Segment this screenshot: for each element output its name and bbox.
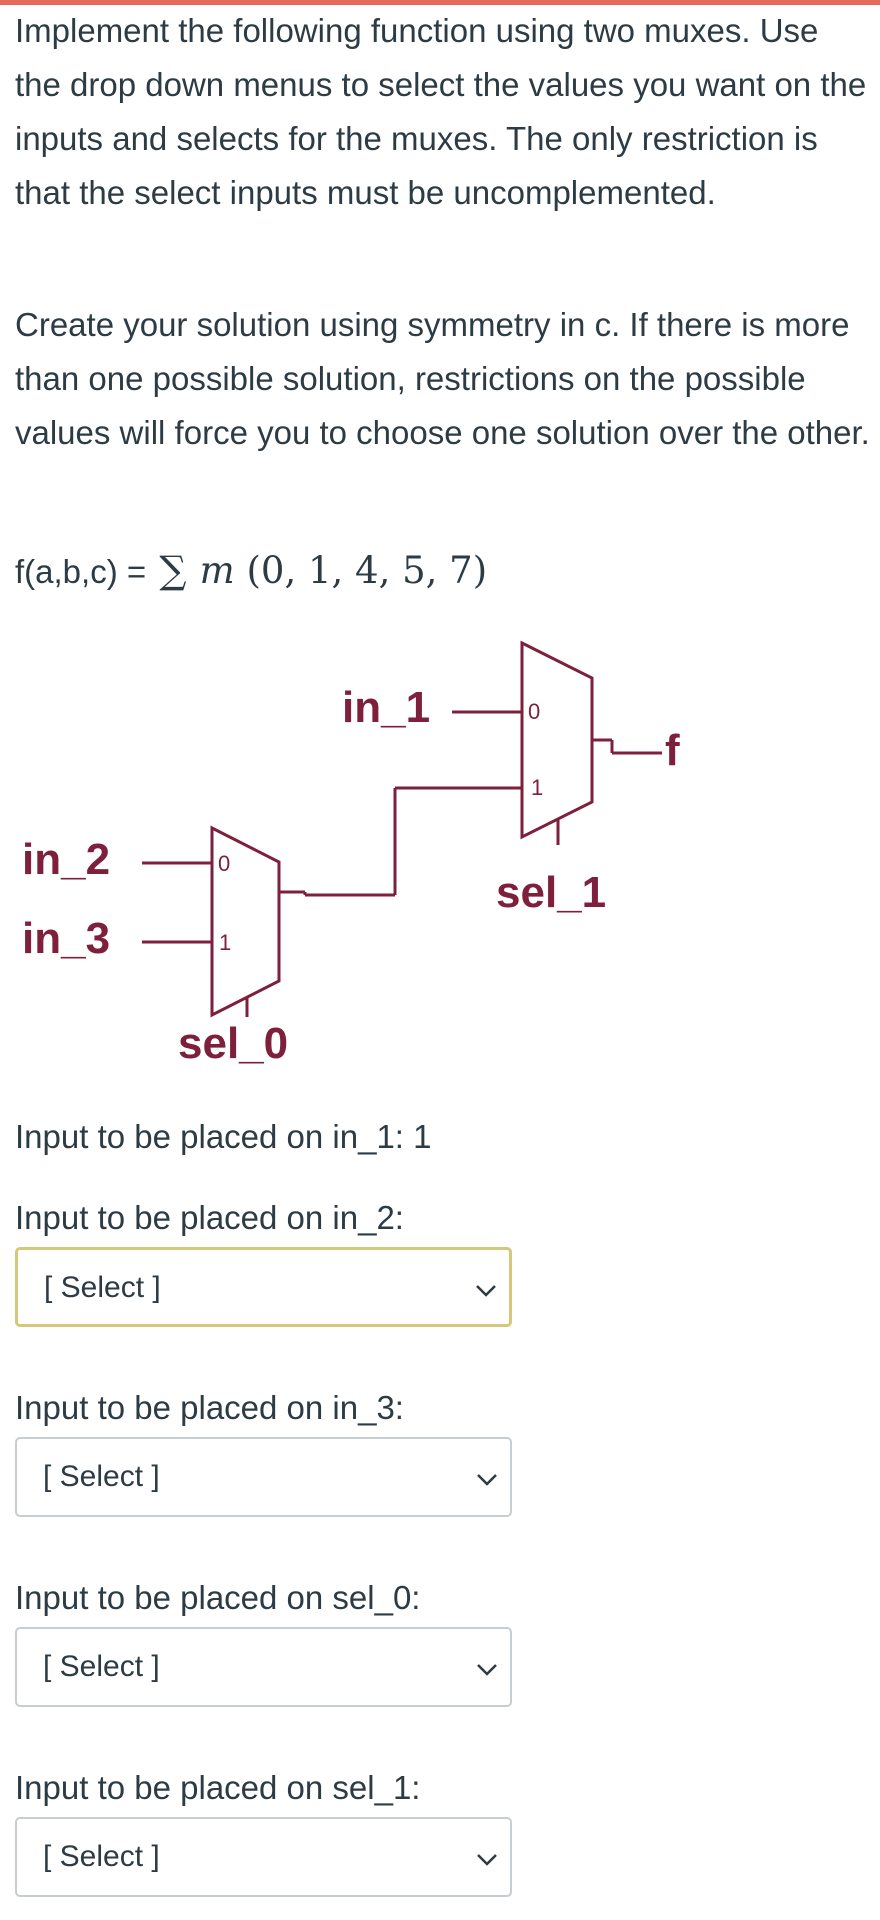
in3-select-value: [ Select ] bbox=[43, 1460, 160, 1493]
formula-sigma: ∑ bbox=[159, 548, 187, 592]
label-in3: in_3 bbox=[22, 914, 110, 963]
instruction-paragraph-2: Create your solution using symmetry in c… bbox=[15, 306, 870, 451]
in3-question-label: Input to be placed on in_3: bbox=[15, 1389, 404, 1426]
mux-0-pin-0: 0 bbox=[218, 851, 230, 876]
mux-circuit-diagram: 0 1 0 1 in_1 f in_2 in_3 sel_1 sel_0 bbox=[22, 640, 680, 1068]
mux-0-pin-1: 1 bbox=[219, 930, 231, 955]
sel0-select-value: [ Select ] bbox=[43, 1650, 160, 1683]
sel0-select[interactable]: [ Select ] bbox=[15, 1627, 512, 1707]
formula-minterms: m (0, 1, 4, 5, 7) bbox=[200, 549, 488, 592]
label-sel0: sel_0 bbox=[178, 1019, 288, 1068]
instruction-paragraph-1: Implement the following function using t… bbox=[15, 12, 867, 211]
sel1-select[interactable]: [ Select ] bbox=[15, 1817, 512, 1897]
mux-1-pin-0: 0 bbox=[528, 699, 540, 724]
formula-m: m bbox=[199, 549, 235, 592]
in3-select[interactable]: [ Select ] bbox=[15, 1437, 512, 1517]
formula-lhs: f(a,b,c) = bbox=[15, 553, 147, 590]
sel1-question-label: Input to be placed on sel_1: bbox=[15, 1769, 421, 1806]
chevron-down-icon bbox=[477, 1474, 497, 1486]
in2-select-value: [ Select ] bbox=[44, 1271, 161, 1304]
sel1-select-value: [ Select ] bbox=[43, 1840, 160, 1873]
formula-terms: (0, 1, 4, 5, 7) bbox=[246, 549, 488, 592]
mux-1-shape bbox=[520, 640, 594, 840]
label-in2: in_2 bbox=[22, 835, 110, 884]
in2-question-label: Input to be placed on in_2: bbox=[15, 1199, 404, 1236]
mux-0-shape bbox=[210, 825, 281, 1018]
label-f: f bbox=[665, 726, 680, 775]
chevron-down-icon bbox=[477, 1664, 497, 1676]
chevron-down-icon bbox=[477, 1854, 497, 1866]
sel0-question-label: Input to be placed on sel_0: bbox=[15, 1579, 421, 1616]
chevron-down-icon bbox=[476, 1285, 496, 1297]
mux-1-pin-1: 1 bbox=[531, 775, 543, 800]
function-formula: f(a,b,c) = ∑ m (0, 1, 4, 5, 7) bbox=[15, 543, 487, 597]
top-accent-bar bbox=[0, 0, 880, 5]
label-sel1: sel_1 bbox=[496, 868, 606, 917]
in1-answer-text: Input to be placed on in_1: 1 bbox=[15, 1118, 432, 1155]
in2-select[interactable]: [ Select ] bbox=[15, 1247, 512, 1327]
label-in1: in_1 bbox=[342, 683, 430, 732]
